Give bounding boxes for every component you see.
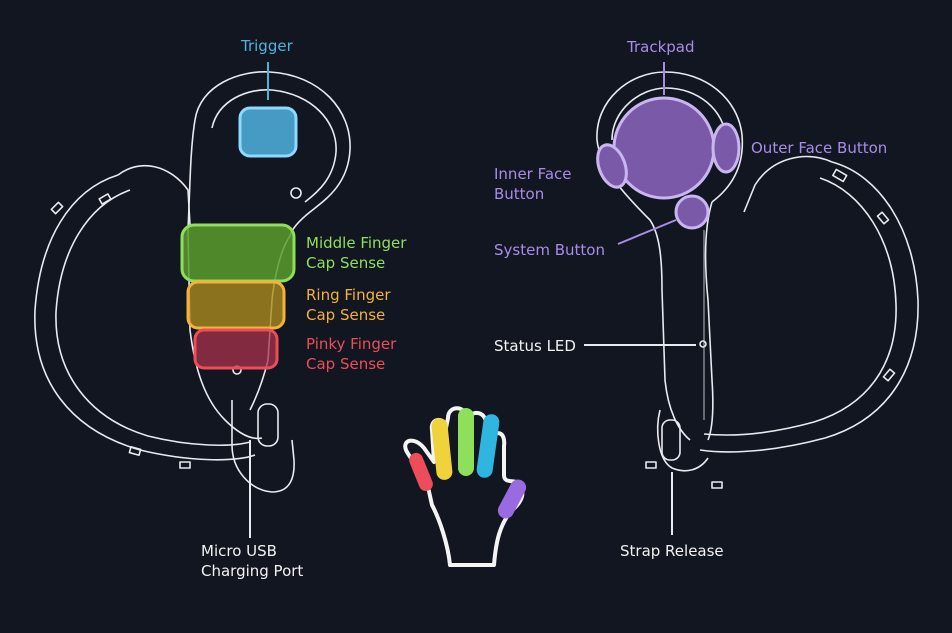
label-micro-usb-line-1: Micro USB xyxy=(201,542,277,560)
label-strap-release-line: Strap Release xyxy=(620,542,724,560)
label-inner-face-button-line-1: Inner Face xyxy=(494,165,572,183)
label-middle-finger: Middle Finger Cap Sense xyxy=(306,233,406,273)
system-button-leader xyxy=(617,219,677,245)
label-status-led: Status LED xyxy=(494,336,576,356)
right-base xyxy=(656,409,709,472)
label-ring-finger-line-1: Ring Finger xyxy=(306,286,391,304)
system-button xyxy=(674,194,710,230)
label-strap-release: Strap Release xyxy=(620,541,724,561)
label-trackpad: Trackpad xyxy=(627,37,695,57)
label-ring-finger-line-2: Cap Sense xyxy=(306,306,386,324)
right-grip-right xyxy=(704,201,714,441)
label-middle-finger-line-2: Cap Sense xyxy=(306,254,386,272)
right-strap-top xyxy=(743,155,833,213)
left-strap-clip-1 xyxy=(98,193,112,205)
left-strap xyxy=(34,174,256,461)
label-trigger-line: Trigger xyxy=(241,37,293,55)
outer-face-button xyxy=(711,122,741,174)
right-head xyxy=(596,71,744,203)
label-middle-finger-line-1: Middle Finger xyxy=(306,234,407,252)
right-strap-clip-5 xyxy=(645,461,657,469)
label-ring-finger: Ring Finger Cap Sense xyxy=(306,285,391,325)
left-strap-clip-3 xyxy=(179,461,191,469)
right-strap-clip-1 xyxy=(832,168,848,183)
label-micro-usb: Micro USB Charging Port xyxy=(201,541,303,581)
trigger-sensor xyxy=(238,106,298,158)
right-head-inner xyxy=(611,87,727,141)
hand-index-finger xyxy=(476,414,500,478)
label-pinky-finger-line-1: Pinky Finger xyxy=(306,335,397,353)
right-strap-clip-4 xyxy=(711,481,723,489)
label-pinky-finger-line-2: Cap Sense xyxy=(306,355,386,373)
right-strap-clip-3 xyxy=(882,368,896,382)
label-inner-face-button: Inner Face Button xyxy=(494,164,572,204)
pinky-finger-sensor xyxy=(193,328,279,370)
label-micro-usb-line-2: Charging Port xyxy=(201,562,304,580)
left-strap-clip-4 xyxy=(128,446,142,456)
label-outer-face-button-line: Outer Face Button xyxy=(751,139,888,157)
left-head-inner xyxy=(211,89,337,203)
label-trigger: Trigger xyxy=(241,36,293,56)
left-base-slot xyxy=(257,403,279,447)
ring-finger-sensor xyxy=(186,280,286,330)
label-system-button-line: System Button xyxy=(494,241,605,259)
hand-icon xyxy=(403,406,527,567)
left-screw xyxy=(290,187,302,199)
hand-pinky-finger xyxy=(409,452,433,492)
right-base-slot xyxy=(661,419,681,461)
hand-thumb xyxy=(497,479,527,519)
hand-ring-finger xyxy=(431,418,453,480)
left-strap-clip-2 xyxy=(50,201,64,215)
right-strap xyxy=(699,161,919,453)
label-pinky-finger: Pinky Finger Cap Sense xyxy=(306,334,396,374)
left-strap-top xyxy=(117,164,191,226)
label-status-led-line: Status LED xyxy=(494,337,576,355)
label-trackpad-line: Trackpad xyxy=(627,38,695,56)
inner-face-button xyxy=(596,143,628,189)
right-strap-clip-2 xyxy=(876,211,890,225)
label-outer-face-button: Outer Face Button xyxy=(751,138,887,158)
hand-middle-finger xyxy=(458,408,474,476)
status-led xyxy=(699,340,707,348)
middle-finger-sensor xyxy=(180,223,296,283)
left-strap-inner xyxy=(55,189,251,446)
left-head xyxy=(194,71,351,237)
label-inner-face-button-line-2: Button xyxy=(494,185,545,203)
left-base xyxy=(231,400,295,493)
trackpad xyxy=(612,96,716,200)
label-system-button: System Button xyxy=(494,240,605,260)
right-strap-inner xyxy=(703,177,897,436)
